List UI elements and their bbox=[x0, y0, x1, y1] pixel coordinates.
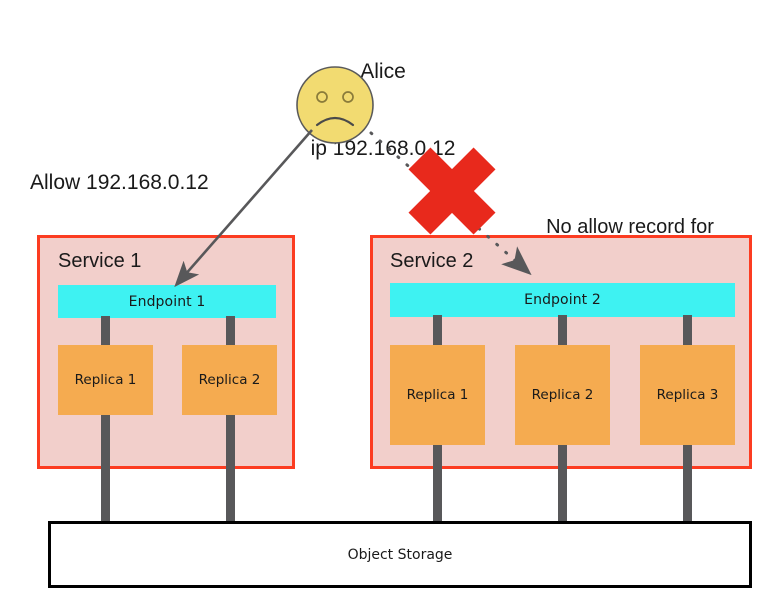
connector-replica2-storage-s1 bbox=[226, 410, 235, 525]
connector-endpoint2-replica2 bbox=[558, 315, 567, 348]
sad-face-icon bbox=[295, 65, 375, 145]
connector-replica1-storage-s2 bbox=[433, 440, 442, 525]
object-storage-label: Object Storage bbox=[347, 546, 453, 563]
endpoint-1[interactable]: Endpoint 1 bbox=[58, 285, 276, 318]
connector-endpoint2-replica3 bbox=[683, 315, 692, 348]
connector-endpoint2-replica1 bbox=[433, 315, 442, 348]
actor-name: Alice bbox=[360, 60, 406, 84]
connector-endpoint1-replica2 bbox=[226, 316, 235, 348]
no-allow-line-1: No allow record for bbox=[546, 215, 714, 238]
connector-replica2-storage-s2 bbox=[558, 440, 567, 525]
actor-ip: ip 192.168.0.12 bbox=[310, 137, 456, 161]
connector-endpoint1-replica1 bbox=[101, 316, 110, 348]
connector-replica1-storage-s1 bbox=[101, 410, 110, 525]
service-2-title: Service 2 bbox=[390, 250, 474, 272]
object-storage-box[interactable]: Object Storage bbox=[48, 521, 752, 588]
allow-annotation: Allow 192.168.0.12 bbox=[30, 171, 209, 194]
service-2-replica-3[interactable]: Replica 3 bbox=[640, 345, 735, 445]
service-1-replica-1[interactable]: Replica 1 bbox=[58, 345, 153, 415]
service-2-replica-1[interactable]: Replica 1 bbox=[390, 345, 485, 445]
service-1-replica-2[interactable]: Replica 2 bbox=[182, 345, 277, 415]
service-1-title: Service 1 bbox=[58, 250, 142, 272]
connector-replica3-storage-s2 bbox=[683, 440, 692, 525]
endpoint-2[interactable]: Endpoint 2 bbox=[390, 283, 735, 317]
service-2-replica-2[interactable]: Replica 2 bbox=[515, 345, 610, 445]
